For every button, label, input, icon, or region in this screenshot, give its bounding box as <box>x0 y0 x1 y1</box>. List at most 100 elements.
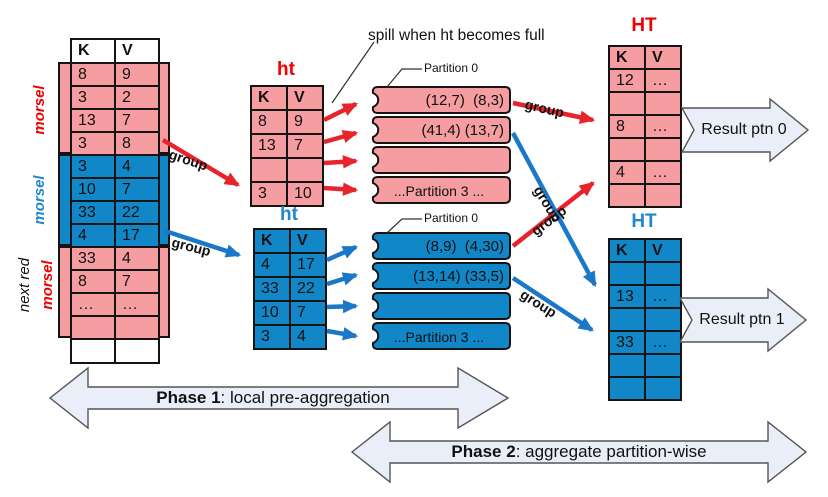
group-label: group <box>170 234 213 260</box>
table-cell: 8 <box>72 271 116 294</box>
ht-global-blue-title: HT <box>631 211 657 232</box>
table-cell: 4 <box>116 156 160 179</box>
group-label: group <box>517 286 560 321</box>
group-label: group <box>523 96 566 121</box>
table-cell <box>646 355 682 378</box>
table-cell <box>610 355 646 378</box>
table-cell: 8 <box>610 116 646 139</box>
spill-strip-text: (12,7) (8,3) <box>425 92 504 109</box>
spill-pointer-line <box>331 41 375 104</box>
result-ptn0-label: Result ptn 0 <box>701 121 787 138</box>
col-header-k: K <box>610 47 646 70</box>
input-table-footer <box>70 338 160 364</box>
table-cell <box>288 159 324 183</box>
table-cell: 33 <box>72 248 116 271</box>
ht-local-blue-title: ht <box>280 204 298 225</box>
table-cell <box>610 263 646 286</box>
table-cell <box>610 139 646 162</box>
table-cell: … <box>646 70 682 93</box>
table-cell <box>646 185 682 208</box>
table-cell: 9 <box>288 111 324 135</box>
spill-strip-text: (13,14) (33,5) <box>413 268 504 285</box>
table-cell: 3 <box>255 326 291 350</box>
partition0-pointer-red <box>386 68 422 88</box>
ht-local-red: K V 8 9 13 7 3 10 <box>250 85 324 207</box>
table-cell: 7 <box>116 179 160 202</box>
table-cell: 3 <box>252 183 288 207</box>
phase1-label: Phase 1: local pre-aggregation <box>88 387 458 409</box>
phase2-label: Phase 2: aggregate partition-wise <box>390 441 768 463</box>
table-cell: 17 <box>291 254 327 278</box>
table-cell <box>116 317 160 340</box>
table-cell: 10 <box>288 183 324 207</box>
table-cell: 7 <box>291 302 327 326</box>
table-cell: 4 <box>610 162 646 185</box>
table-cell: 3 <box>72 87 116 110</box>
table-cell: 33 <box>255 278 291 302</box>
spill-strip-text: (41,4) (13,7) <box>421 122 504 139</box>
table-cell <box>252 159 288 183</box>
table-cell: 22 <box>291 278 327 302</box>
group-label: group <box>167 146 210 174</box>
table-cell: … <box>116 294 160 317</box>
phase2-rest: : aggregate partition-wise <box>515 442 707 461</box>
partition0-label-red: Partition 0 <box>424 61 479 75</box>
input-table-header: K V <box>70 38 160 64</box>
spill-note: spill when ht becomes full <box>368 27 545 44</box>
morsel-label-blue: morsel <box>31 175 48 225</box>
ht-global-red: K V 12 … 8 … 4 … <box>608 45 682 208</box>
table-cell: 2 <box>116 87 160 110</box>
phase-block-arrows <box>48 366 808 484</box>
ht-local-blue: K V 4 17 33 22 10 7 3 4 <box>253 228 327 350</box>
table-cell: … <box>72 294 116 317</box>
table-cell <box>646 378 682 401</box>
spill-arrow-blue-1 <box>326 244 359 263</box>
spill-arrow-red-3 <box>323 155 359 169</box>
table-cell: 10 <box>72 179 116 202</box>
table-cell: 12 <box>610 70 646 93</box>
table-cell <box>116 340 160 364</box>
table-cell: 4 <box>72 225 116 248</box>
table-cell <box>72 317 116 340</box>
table-cell <box>646 93 682 116</box>
table-cell: … <box>646 286 682 309</box>
table-cell <box>646 263 682 286</box>
morsel-label-red-2: morsel <box>39 260 56 310</box>
table-cell: 3 <box>72 133 116 156</box>
table-cell: 10 <box>255 302 291 326</box>
table-cell: 13 <box>610 286 646 309</box>
col-header-v: V <box>288 87 324 111</box>
partition0-label-blue: Partition 0 <box>424 211 479 225</box>
col-header-k: K <box>255 230 291 254</box>
table-cell <box>646 309 682 332</box>
spill-arrow-blue-3 <box>326 299 359 314</box>
col-header-v: V <box>116 40 160 64</box>
table-cell: 7 <box>288 135 324 159</box>
table-cell: 7 <box>116 271 160 294</box>
col-header-v: V <box>646 240 682 263</box>
table-cell: 3 <box>72 156 116 179</box>
spill-strip-text: ...Partition 3 ... <box>393 329 485 345</box>
spill-arrow-blue-4 <box>326 327 359 341</box>
col-header-k: K <box>72 40 116 64</box>
table-cell <box>72 340 116 364</box>
table-cell <box>610 93 646 116</box>
result-ptn1-label: Result ptn 1 <box>699 311 785 328</box>
table-cell <box>610 309 646 332</box>
col-header-v: V <box>646 47 682 70</box>
spill-strip-text: ...Partition 3 ... <box>393 183 485 199</box>
input-table-body: 8 9 3 2 13 7 3 8 3 4 10 7 33 22 4 17 33 … <box>70 62 160 340</box>
ht-global-red-title: HT <box>631 15 657 36</box>
table-cell: 7 <box>116 110 160 133</box>
table-cell: 9 <box>116 64 160 87</box>
table-cell: 33 <box>610 332 646 355</box>
table-cell: 8 <box>116 133 160 156</box>
col-header-k: K <box>252 87 288 111</box>
table-cell: 4 <box>291 326 327 350</box>
next-red-label: next red <box>16 257 33 313</box>
spill-arrow-blue-2 <box>326 272 359 287</box>
table-cell: 13 <box>72 110 116 133</box>
partition0-pointer-blue <box>386 218 422 234</box>
table-cell: … <box>646 332 682 355</box>
